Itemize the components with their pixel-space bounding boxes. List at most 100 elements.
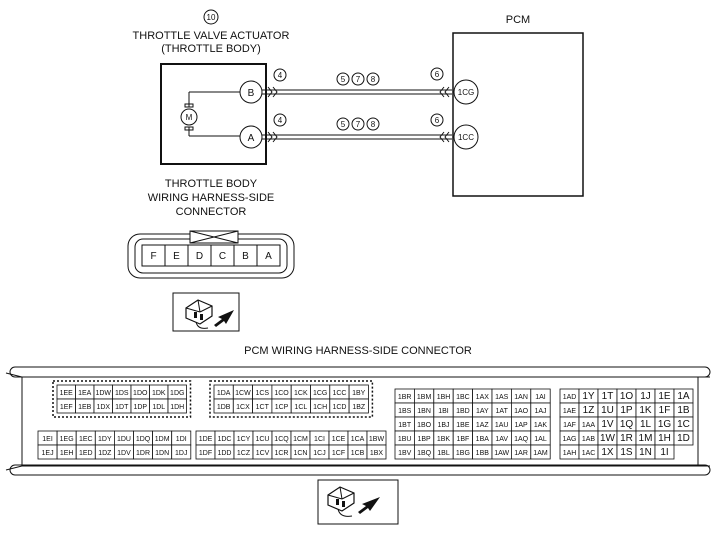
pin-cell: 1DO <box>130 384 150 400</box>
pin-cell: 1W <box>597 430 618 446</box>
pin-cell: 1DD <box>214 444 235 460</box>
svg-text:1BE: 1BE <box>456 422 470 429</box>
svg-text:1AP: 1AP <box>514 422 528 429</box>
pin-cell: 1AH <box>559 444 580 460</box>
callout-6-top: 6 <box>430 67 444 81</box>
pin-cell: 1DM <box>152 430 173 446</box>
svg-text:1DK: 1DK <box>152 390 166 397</box>
pin-cell: 1BE <box>452 416 474 432</box>
svg-text:1BT: 1BT <box>398 422 412 429</box>
svg-text:1AX: 1AX <box>476 394 490 401</box>
svg-text:5: 5 <box>341 75 346 84</box>
pin-cell: 1AN <box>510 388 532 404</box>
svg-text:1CC: 1CC <box>458 133 474 142</box>
svg-text:1AC: 1AC <box>582 450 596 457</box>
pin-cell: 1DA <box>213 384 234 400</box>
pin-cell: 1BG <box>452 444 474 460</box>
svg-text:1CA: 1CA <box>351 436 365 443</box>
actuator-box <box>160 63 267 165</box>
svg-text:1I: 1I <box>660 447 668 458</box>
pin-cell: 1G <box>654 416 675 432</box>
svg-text:1Y: 1Y <box>582 391 595 402</box>
svg-text:1CS: 1CS <box>255 390 269 397</box>
svg-text:1CM: 1CM <box>293 436 308 443</box>
pin-cell: 1DS <box>112 384 132 400</box>
pin-cell: 1CW <box>232 384 254 400</box>
pcm-pin-1cc: 1CC <box>453 124 479 150</box>
svg-text:A: A <box>248 133 255 144</box>
svg-text:1DJ: 1DJ <box>175 450 187 457</box>
pin-cell: 1DU <box>114 430 134 446</box>
pin-cell: 1DZ <box>94 444 115 460</box>
pin-cell: 1EB <box>75 398 95 414</box>
svg-text:1T: 1T <box>602 391 614 402</box>
tb-pin: E <box>164 244 189 267</box>
pin-cell: 1DC <box>214 430 235 446</box>
pin-cell: 1AR <box>510 444 532 460</box>
pin-cell: 1DJ <box>171 444 192 460</box>
svg-text:1R: 1R <box>620 433 633 444</box>
svg-text:1Q: 1Q <box>620 419 634 430</box>
pin-cell: 1AP <box>510 416 532 432</box>
pin-cell: 1DH <box>167 398 187 414</box>
pin-cell: 1BL <box>433 444 454 460</box>
pin-cell: 1AB <box>578 430 599 446</box>
pin-cell: 1AC <box>578 444 599 460</box>
svg-text:1CT: 1CT <box>256 404 270 411</box>
pin-cell: 1CM <box>290 430 311 446</box>
svg-text:1CD: 1CD <box>332 404 346 411</box>
svg-text:1EH: 1EH <box>60 450 74 457</box>
svg-text:1CX: 1CX <box>236 404 250 411</box>
actuator-title-line-1: THROTTLE VALVE ACTUATOR <box>133 30 290 42</box>
svg-text:1DC: 1DC <box>217 436 231 443</box>
svg-text:1CF: 1CF <box>332 450 345 457</box>
svg-text:1EI: 1EI <box>42 436 53 443</box>
svg-text:1AE: 1AE <box>563 408 577 415</box>
svg-text:1BL: 1BL <box>437 450 450 457</box>
svg-text:1DT: 1DT <box>115 404 129 411</box>
svg-text:1CI: 1CI <box>314 436 325 443</box>
svg-text:1CZ: 1CZ <box>237 450 251 457</box>
pin-cell: 1N <box>635 444 656 460</box>
svg-text:1DE: 1DE <box>199 436 213 443</box>
svg-text:1BF: 1BF <box>456 436 469 443</box>
svg-text:C: C <box>219 251 226 262</box>
pin-cell: 1DN <box>152 444 173 460</box>
svg-text:1AU: 1AU <box>495 422 509 429</box>
pin-cell: 1CR <box>271 444 292 460</box>
svg-text:6: 6 <box>435 70 440 79</box>
svg-text:1BR: 1BR <box>398 394 412 401</box>
svg-text:1CJ: 1CJ <box>313 450 325 457</box>
pin-cell: 1CZ <box>233 444 254 460</box>
svg-text:10: 10 <box>207 13 216 22</box>
pcm-connector-view-icon <box>317 479 399 525</box>
pin-cell: 1DX <box>93 398 113 414</box>
pin-cell: 1AA <box>578 416 599 432</box>
pin-cell: 1BY <box>348 384 369 400</box>
svg-text:1BJ: 1BJ <box>437 422 449 429</box>
svg-text:1CH: 1CH <box>313 404 327 411</box>
pin-cell: 1AU <box>491 416 512 432</box>
callouts-578-bottom: 5 7 8 <box>336 117 380 131</box>
svg-text:1EJ: 1EJ <box>42 450 54 457</box>
pin-cell: 1CA <box>347 430 368 446</box>
pin-cell: 1AW <box>491 444 512 460</box>
svg-text:1AO: 1AO <box>514 408 529 415</box>
pin-cell: 1BV <box>394 444 415 460</box>
svg-text:1DQ: 1DQ <box>136 436 151 443</box>
pin-cell: 1CY <box>233 430 254 446</box>
svg-text:1A: 1A <box>677 391 690 402</box>
pin-cell: 1DW <box>93 384 113 400</box>
pin-cell: 1BX <box>366 444 387 460</box>
svg-text:1CE: 1CE <box>332 436 346 443</box>
pin-cell: 1AK <box>530 416 551 432</box>
svg-text:1S: 1S <box>620 447 633 458</box>
pin-cell: 1CB <box>347 444 368 460</box>
svg-text:1M: 1M <box>639 433 653 444</box>
svg-text:1DU: 1DU <box>117 436 131 443</box>
actuator-title-line-2: (THROTTLE BODY) <box>161 43 261 55</box>
